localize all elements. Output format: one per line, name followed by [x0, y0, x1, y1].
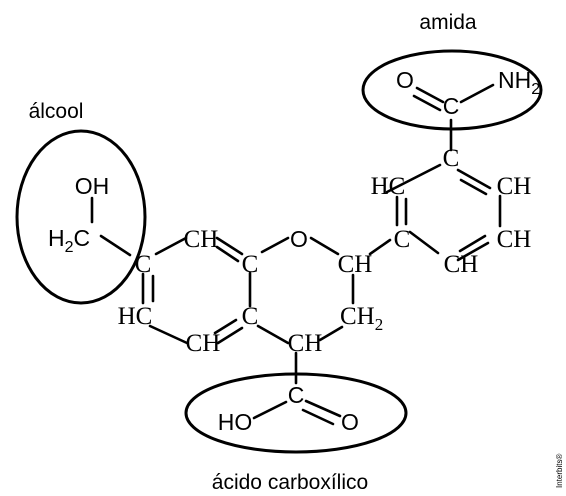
watermark: Interbits® — [555, 454, 564, 488]
atom-c-fused-bottom: C — [242, 303, 259, 330]
bond-lines — [90, 83, 502, 426]
atom-c-ph-top: C — [443, 145, 460, 172]
label-alcohol: álcool — [29, 100, 84, 123]
label-carboxylic: ácido carboxílico — [212, 471, 368, 494]
label-amide: amida — [419, 11, 477, 34]
atom-ch2-ring: CH2 — [340, 303, 383, 334]
atom-c-acid: C — [288, 382, 305, 408]
atom-o-amide: O — [396, 67, 414, 93]
atom-h2c: H2C — [48, 225, 90, 256]
atom-ch-ph-bottom: CH — [444, 251, 479, 278]
atom-hc-ph: HC — [371, 173, 406, 200]
atom-ch-bottom: CH — [186, 330, 221, 357]
atom-o-acid: O — [341, 409, 359, 435]
atom-c-amide: C — [443, 93, 460, 119]
atom-nh2: NH2 — [498, 67, 540, 98]
atom-ho: HO — [218, 409, 253, 435]
atom-oh: OH — [75, 173, 110, 199]
atom-ch-top: CH — [184, 226, 219, 253]
atom-c-ring-top: C — [242, 251, 259, 278]
atom-c-alpha: C — [135, 251, 152, 278]
atom-ch-ph-r2: CH — [497, 226, 532, 253]
atom-c-ph-left: C — [394, 226, 411, 253]
atom-o-ring: O — [290, 226, 308, 252]
atom-ch-ph-r1: CH — [497, 173, 532, 200]
atom-ch-acid: CH — [288, 330, 323, 357]
alcohol-group-ellipse — [15, 129, 147, 305]
atom-ch-right: CH — [338, 251, 373, 278]
atom-hc-left: HC — [118, 303, 153, 330]
